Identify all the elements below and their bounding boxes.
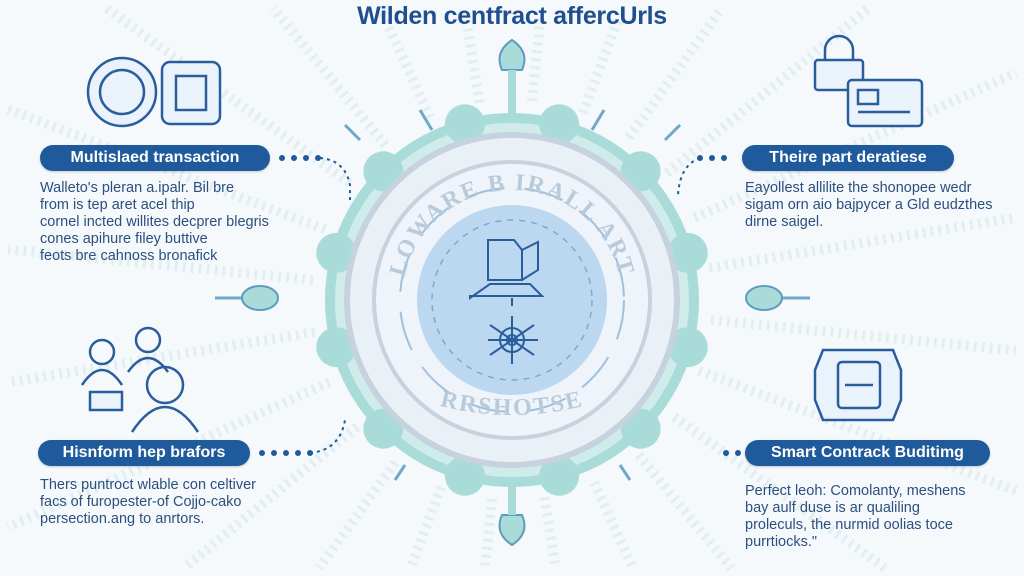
panel-heading-multisig: Multislaed transaction <box>40 145 270 171</box>
text-line: dirne saigel. <box>745 214 824 230</box>
gear-lobe <box>316 327 357 368</box>
panel-heading-third-party: Theire part deratiese <box>742 145 954 171</box>
text-line: facs of furopester-of Cojjo-cako <box>40 494 242 510</box>
text-line: from is tep aret acel thip <box>40 197 195 213</box>
gear-lobe <box>667 327 708 368</box>
panel-heading-platform: Hisnform hep brafors <box>38 440 250 466</box>
page-title: Wilden centfract affercUrls <box>357 2 667 30</box>
ray <box>708 212 1017 273</box>
ray <box>405 485 446 570</box>
device-screen-icon <box>813 348 903 422</box>
text-line: feots bre cahnoss bronafick <box>40 248 218 264</box>
gear-lobe <box>444 104 485 145</box>
ray <box>539 496 561 569</box>
ray <box>315 459 400 571</box>
gear-lobe <box>444 455 485 496</box>
gear-lobe <box>316 232 357 273</box>
ray <box>624 5 727 141</box>
ray <box>181 422 361 572</box>
gear-lobe <box>667 232 708 273</box>
ray <box>103 3 353 188</box>
panel-text-multisig: Walleto's pleran a.ipalr. Bil bre from i… <box>40 180 269 265</box>
ray <box>634 451 735 572</box>
people-icon <box>80 326 200 433</box>
panel-text-smart-contract: Perfect leoh: Comolanty, meshens bay aul… <box>745 483 966 551</box>
text-line: cornel incted willites decprer blegris <box>40 214 269 230</box>
text-line: purrtiocks." <box>745 534 818 550</box>
ray <box>7 244 314 286</box>
lock-card-icon <box>813 34 924 128</box>
server-icon <box>469 239 545 306</box>
panel-heading-smart-contract: Smart Contrack Buditimg <box>745 440 990 466</box>
gear-badge-icon <box>86 56 222 128</box>
gear-lobe <box>539 455 580 496</box>
text-line: Walleto's pleran a.ipalr. Bil bre <box>40 180 235 196</box>
text-line: Thers puntroct wlable con celtiver <box>40 477 256 493</box>
text-line: sigam orn aio bajpycer a Gld eudzthes <box>745 197 993 213</box>
text-line: cones apihure filey buttive <box>40 231 208 247</box>
ray <box>710 314 1017 356</box>
text-line: bay aulf duse is ar qualiling <box>745 500 920 516</box>
ray <box>589 480 638 571</box>
network-node-icon <box>488 316 538 364</box>
ray <box>7 327 316 388</box>
text-line: Eayollest allilite the shonopee wedr <box>745 180 972 196</box>
ray <box>578 6 628 115</box>
text-line: persection.ang to anrtors. <box>40 511 205 527</box>
text-line: Perfect leoh: Comolanty, meshens <box>745 483 966 499</box>
gear-lobe <box>539 104 580 145</box>
text-line: proleculs, the nurmid oolias toce <box>745 517 953 533</box>
ray <box>269 4 390 149</box>
ray <box>480 498 498 569</box>
panel-text-third-party: Eayollest allilite the shonopee wedr sig… <box>745 180 992 231</box>
panel-text-platform: Thers puntroct wlable con celtiver facs … <box>40 477 256 528</box>
ray <box>697 366 1018 496</box>
ray <box>671 412 888 573</box>
